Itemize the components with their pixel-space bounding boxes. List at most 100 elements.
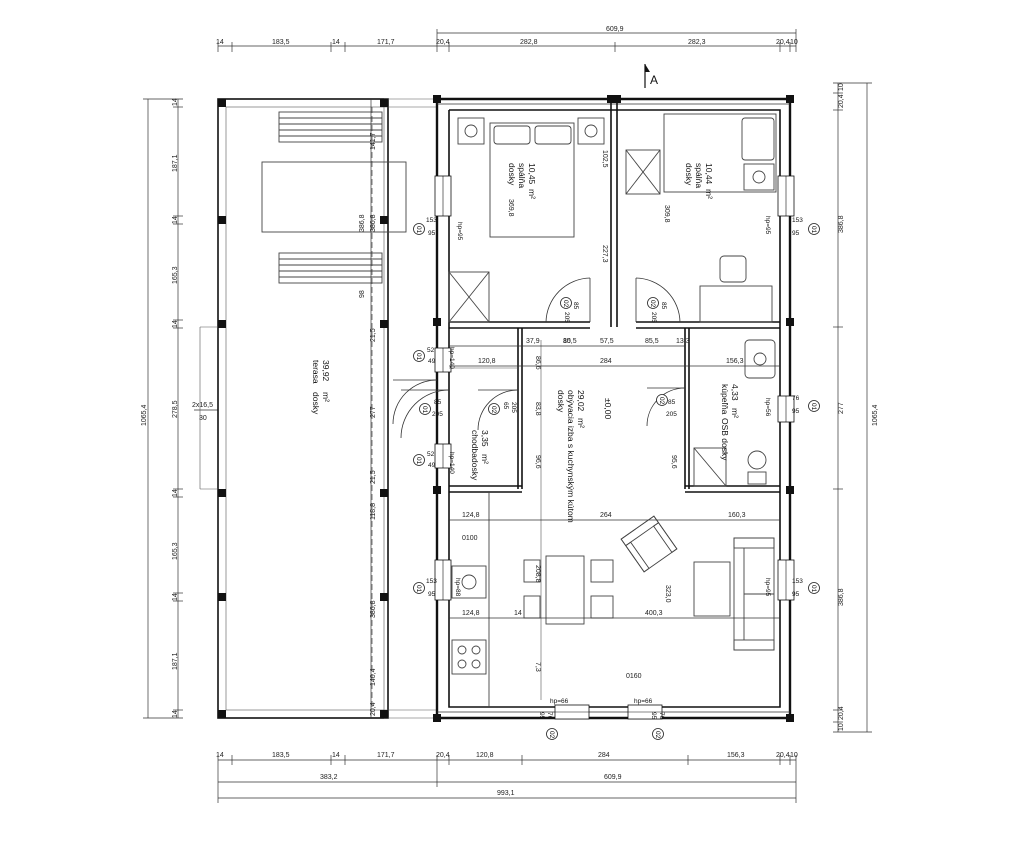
dim-int-284a: 284 [600, 358, 612, 365]
bedroom-left: 10,45 m² spálňa dosky 369,8 [448, 117, 605, 323]
bedroom-left-area: 10,45 [527, 163, 537, 185]
dim-top-6: 282,8 [520, 39, 538, 46]
dim-top-1: 14 [216, 39, 224, 46]
tag-95g: 95 [650, 712, 657, 720]
bedroom-right-name: spálňa [694, 163, 704, 188]
dim-li-2: 386,8 [359, 214, 366, 232]
tag-76a: 76 [792, 395, 800, 402]
dim-int-208-8: 208,8 [534, 565, 541, 583]
bedroom-left-dim: 369,8 [507, 199, 514, 217]
dim-int-37-9: 37,9 [526, 338, 540, 345]
level-mark: ±0,00 [603, 398, 613, 419]
bathroom-unit: m² [730, 408, 740, 418]
dim-bottom-4: 171,7 [377, 752, 395, 759]
tag-95f: 95 [538, 712, 545, 720]
dim-right-5: 386,8 [838, 588, 845, 606]
dim-right-2: 20,4 [838, 94, 845, 108]
tag-hp95-a: hp=95 [456, 222, 463, 241]
opening-tags: 01 153 95 hp=95 01 153 95 hp=95 02 85 20… [413, 216, 820, 740]
bedroom-left-name: spálňa [517, 163, 527, 188]
terrace-unit: m² [321, 392, 331, 402]
tag-hp140-b: hp=140 [448, 452, 455, 474]
dim-bottom-total: 993,1 [497, 790, 515, 797]
dim-left-5: 14 [172, 320, 179, 328]
dim-left-3: 14 [172, 216, 179, 224]
tag-hp95-b: hp=95 [764, 216, 771, 235]
tag-65: 65 [502, 402, 509, 410]
corridor-area: 3,35 [480, 430, 490, 447]
dim-bottom-3: 14 [332, 752, 340, 759]
house-walls [392, 95, 795, 722]
terrace: 39,92 m² terasa dosky [199, 98, 437, 719]
dim-bottom-9: 20,4 [776, 752, 790, 759]
dim-li-6: 277 [370, 406, 377, 418]
dimension-chain-bottom: 14 183,5 14 171,7 20,4 120,8 284 156,3 2… [216, 752, 798, 803]
tag-hp140-a: hp=140 [448, 347, 455, 369]
dim-right-3: 386,8 [838, 215, 845, 233]
dim-int-0160: 0160 [626, 673, 642, 680]
dim-right-1: 10 [838, 83, 845, 91]
dim-int-400-3: 400,3 [645, 610, 663, 617]
terrace-area: 39,92 [321, 360, 331, 382]
interior-dimensions: 10 37,9 85,5 57,5 85,5 13,3 120,8 284 15… [359, 150, 746, 680]
dim-bottom-2: 183,5 [272, 752, 290, 759]
dim-int-96-6: 96,6 [534, 455, 541, 469]
dim-int-14: 14 [514, 610, 522, 617]
tag-85-b: 85 [660, 302, 667, 310]
dim-left-mid: 2x16,5 [192, 402, 213, 409]
tag-95e: 95 [792, 591, 800, 598]
tag-o1-a: 01 [415, 226, 422, 234]
tag-95c: 95 [792, 408, 800, 415]
corridor: 3,35 m² chodba dosky [400, 367, 519, 481]
tag-76b: 76 [546, 712, 553, 720]
tag-205-a: 205 [563, 312, 570, 323]
living-name: obývacia izba s kuchynským kútom [566, 390, 576, 523]
dim-int-10: 10 [563, 338, 571, 345]
tag-o2-f: 02 [654, 731, 661, 739]
dim-int-124-8a: 124,8 [462, 512, 480, 519]
tag-153a: 153 [426, 217, 437, 224]
tag-205-b: 205 [650, 312, 657, 323]
dim-top-2: 183,5 [272, 39, 290, 46]
dim-li-10: 140,4 [370, 668, 377, 686]
terrace-name: terasa [311, 360, 321, 384]
tag-52a: 52 [427, 347, 435, 354]
dim-right-4: 277 [838, 402, 845, 414]
tag-153c: 153 [426, 578, 437, 585]
bedroom-right-unit: m² [704, 189, 714, 199]
tag-49b: 49 [428, 462, 436, 469]
dim-right-7: 10 [838, 723, 845, 731]
corridor-floor: dosky [470, 458, 480, 481]
tag-85-c: 85 [434, 399, 442, 406]
dim-li-1: 141,7 [370, 132, 377, 150]
dim-left-10: 187,1 [172, 652, 179, 670]
dim-int-160-3: 160,3 [728, 512, 746, 519]
dim-bottom-row2-1: 383,2 [320, 774, 338, 781]
living-floor: dosky [556, 390, 566, 413]
bedroom-right-area: 10,44 [704, 163, 714, 185]
living-room: 29,02 m² obývacia izba s kuchynským kúto… [449, 340, 780, 707]
bedroom-right-floor: dosky [684, 163, 694, 186]
dim-int-7-3: 7,3 [534, 662, 541, 672]
dim-int-102-5: 102,5 [601, 150, 608, 168]
dim-int-264: 264 [600, 512, 612, 519]
dim-int-156-3: 156,3 [726, 358, 744, 365]
dim-int-120-8: 120,8 [478, 358, 496, 365]
dim-left-11: 14 [172, 710, 179, 718]
dim-bottom-6: 120,8 [476, 752, 494, 759]
dim-int-85-5a: 85,5 [563, 338, 577, 345]
bathroom-area: 4,33 [730, 384, 740, 401]
dim-int-85-5b: 85,5 [645, 338, 659, 345]
section-marker-label: A [650, 73, 658, 87]
dim-li-11: 20,4 [370, 702, 377, 716]
tag-o2-b: 02 [649, 300, 656, 308]
dim-bottom-8: 156,3 [727, 752, 745, 759]
tag-o1-b: 01 [810, 226, 817, 234]
dim-li-5: 21,5 [370, 328, 377, 342]
dim-li-9: 386,8 [370, 600, 377, 618]
dim-top-8: 20,4 [776, 39, 790, 46]
tag-o1-f: 01 [810, 403, 817, 411]
bedroom-right: 10,44 m² spálňa dosky 309,8 [625, 113, 777, 323]
corridor-name: chodba [470, 430, 480, 458]
